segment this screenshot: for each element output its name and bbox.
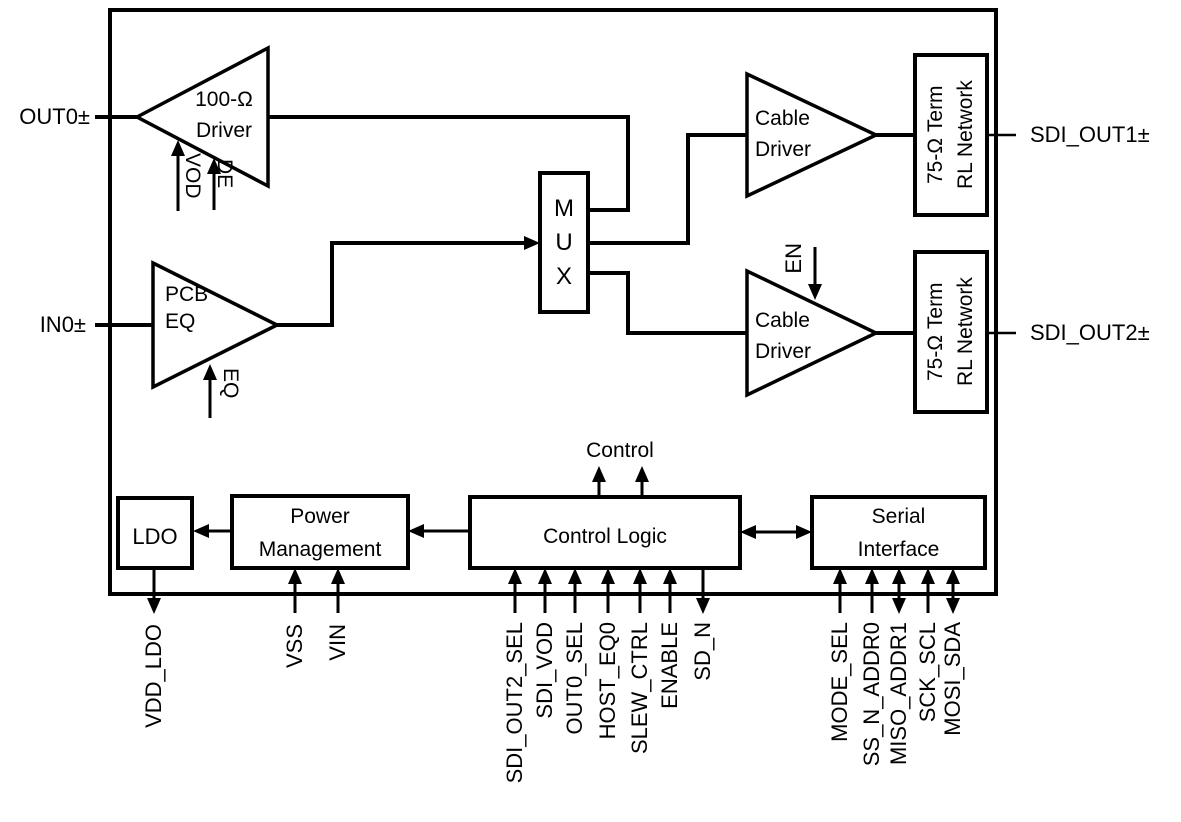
pcb-eq-triangle: [151, 260, 281, 390]
mux-label: M U X: [554, 194, 574, 290]
pin-label-sck-scl: SCK_SCL: [915, 622, 940, 723]
pin-label-enable: ENABLE: [657, 622, 682, 709]
vod-arrowhead: [171, 140, 185, 156]
driver-100ohm-label: 100-Ω Driver: [176, 84, 272, 146]
chip-outline: [108, 8, 998, 596]
driver-100ohm-line1: 100-Ω: [195, 88, 253, 111]
cl-pin-arrowhead: [601, 568, 615, 584]
driver-100ohm-line2: Driver: [196, 119, 252, 142]
term2-label: 75-Ω Term RL Network: [924, 277, 977, 387]
cable-driver2-triangle: [745, 268, 881, 398]
cl-pin-arrowhead: [508, 568, 522, 584]
vss-arrowhead: [288, 568, 302, 584]
pin-label-sdi-vod: SDI_VOD: [532, 622, 557, 719]
block-boxes: [116, 53, 989, 570]
pin-label-vin: VIN: [325, 624, 350, 661]
cable-driver2-label: Cable Driver: [755, 305, 811, 367]
bidir-right-arrowhead: [796, 525, 812, 539]
cl-pin-arrowhead: [663, 568, 677, 584]
chip-boundary: [108, 8, 998, 596]
pin-label-sdi-out2-sel: SDI_OUT2_SEL: [502, 622, 527, 784]
de-arrowhead: [207, 158, 221, 174]
port-sdi-out2: SDI_OUT2±: [1030, 320, 1150, 345]
cable-driver1-line2: Driver: [755, 138, 811, 161]
bidir-left-arrowhead: [740, 525, 756, 539]
term2-box: [913, 250, 989, 414]
si-pin-arrowhead: [946, 568, 960, 584]
amplifier-triangles: [133, 45, 881, 398]
eq-arrowhead: [203, 364, 217, 380]
port-sdi-out1: SDI_OUT1±: [1030, 122, 1150, 147]
pcb-eq-label: PCB EQ: [165, 281, 208, 335]
si-pin-arrowhead: [833, 568, 847, 584]
signal-wires: [95, 115, 915, 335]
si-pin-arrowhead: [865, 568, 879, 584]
power-mgmt-box: [230, 494, 410, 570]
en-arrowhead: [808, 284, 822, 300]
cl-pin-arrowhead: [633, 568, 647, 584]
power-mgmt-label: Power Management: [232, 500, 408, 566]
mux-box: [538, 171, 590, 314]
pin-label-vdd-ldo: VDD_LDO: [141, 624, 166, 728]
cable-driver2-line2: Driver: [755, 340, 811, 363]
term1-label: 75-Ω Term RL Network: [924, 80, 977, 190]
si-pin-arrowhead: [892, 568, 906, 584]
pin-label-host-eq0: HOST_EQ0: [595, 622, 620, 740]
port-out0: OUT0±: [19, 104, 90, 129]
vod-label: VOD: [181, 153, 204, 199]
pm-arrowhead: [408, 524, 424, 538]
pin-label-mosi-sda: MOSI_SDA: [940, 622, 965, 736]
en-label: EN: [781, 243, 806, 274]
serial-interface-line2: Interface: [857, 538, 940, 561]
control-label: Control: [586, 439, 654, 462]
pcb-eq-line1: PCB: [165, 283, 209, 306]
si-pin-arrowhead: [921, 568, 935, 584]
pin-label-miso-addr1: MISO_ADDR1: [886, 622, 911, 766]
term1-box: [913, 53, 989, 217]
pin-label-ss-n-addr0: SS_N_ADDR0: [859, 622, 884, 767]
control-logic-label: Control Logic: [543, 525, 667, 548]
de-label: DE: [213, 159, 236, 189]
cl-pin-arrowhead: [538, 568, 552, 584]
ldo-label: LDO: [132, 524, 178, 549]
si-bidir-down-arrowhead: [946, 598, 960, 614]
pin-label-out0-sel: OUT0_SEL: [562, 622, 587, 735]
power-mgmt-line1: Power: [290, 505, 350, 528]
eq-label: EQ: [219, 368, 242, 399]
pin-lines: [152, 154, 955, 613]
serial-interface-label: Serial Interface: [812, 500, 985, 566]
mux-input-arrowhead: [524, 236, 540, 250]
serial-interface-line1: Serial: [871, 505, 926, 528]
driver-100ohm-triangle: [133, 45, 270, 189]
arrowheads: [147, 140, 960, 614]
ldo-arrowhead: [193, 524, 209, 538]
vin-arrowhead: [331, 568, 345, 584]
output-leads: [987, 133, 1016, 335]
cl-pin-arrowhead: [568, 568, 582, 584]
cable-driver1-line1: Cable: [755, 107, 810, 130]
cable-driver1-label: Cable Driver: [755, 103, 811, 165]
vdd-ldo-arrowhead: [147, 598, 161, 614]
port-in0: IN0±: [39, 312, 86, 337]
cable-driver1-triangle: [745, 71, 881, 199]
sd-n-arrowhead: [696, 598, 710, 614]
pin-label-mode-sel: MODE_SEL: [827, 622, 852, 742]
pcb-eq-line2: EQ: [165, 310, 196, 333]
pin-label-sd-n: SD_N: [690, 622, 715, 681]
si-bidir-down-arrowhead: [892, 598, 906, 614]
serial-interface-box: [810, 495, 987, 570]
power-mgmt-line2: Management: [258, 538, 382, 561]
pin-label-slew-ctrl: SLEW_CTRL: [627, 622, 652, 755]
control-arrowhead: [635, 466, 649, 482]
control-arrowhead: [592, 466, 606, 482]
pin-label-vss: VSS: [282, 624, 307, 669]
cable-driver2-line1: Cable: [755, 309, 810, 332]
